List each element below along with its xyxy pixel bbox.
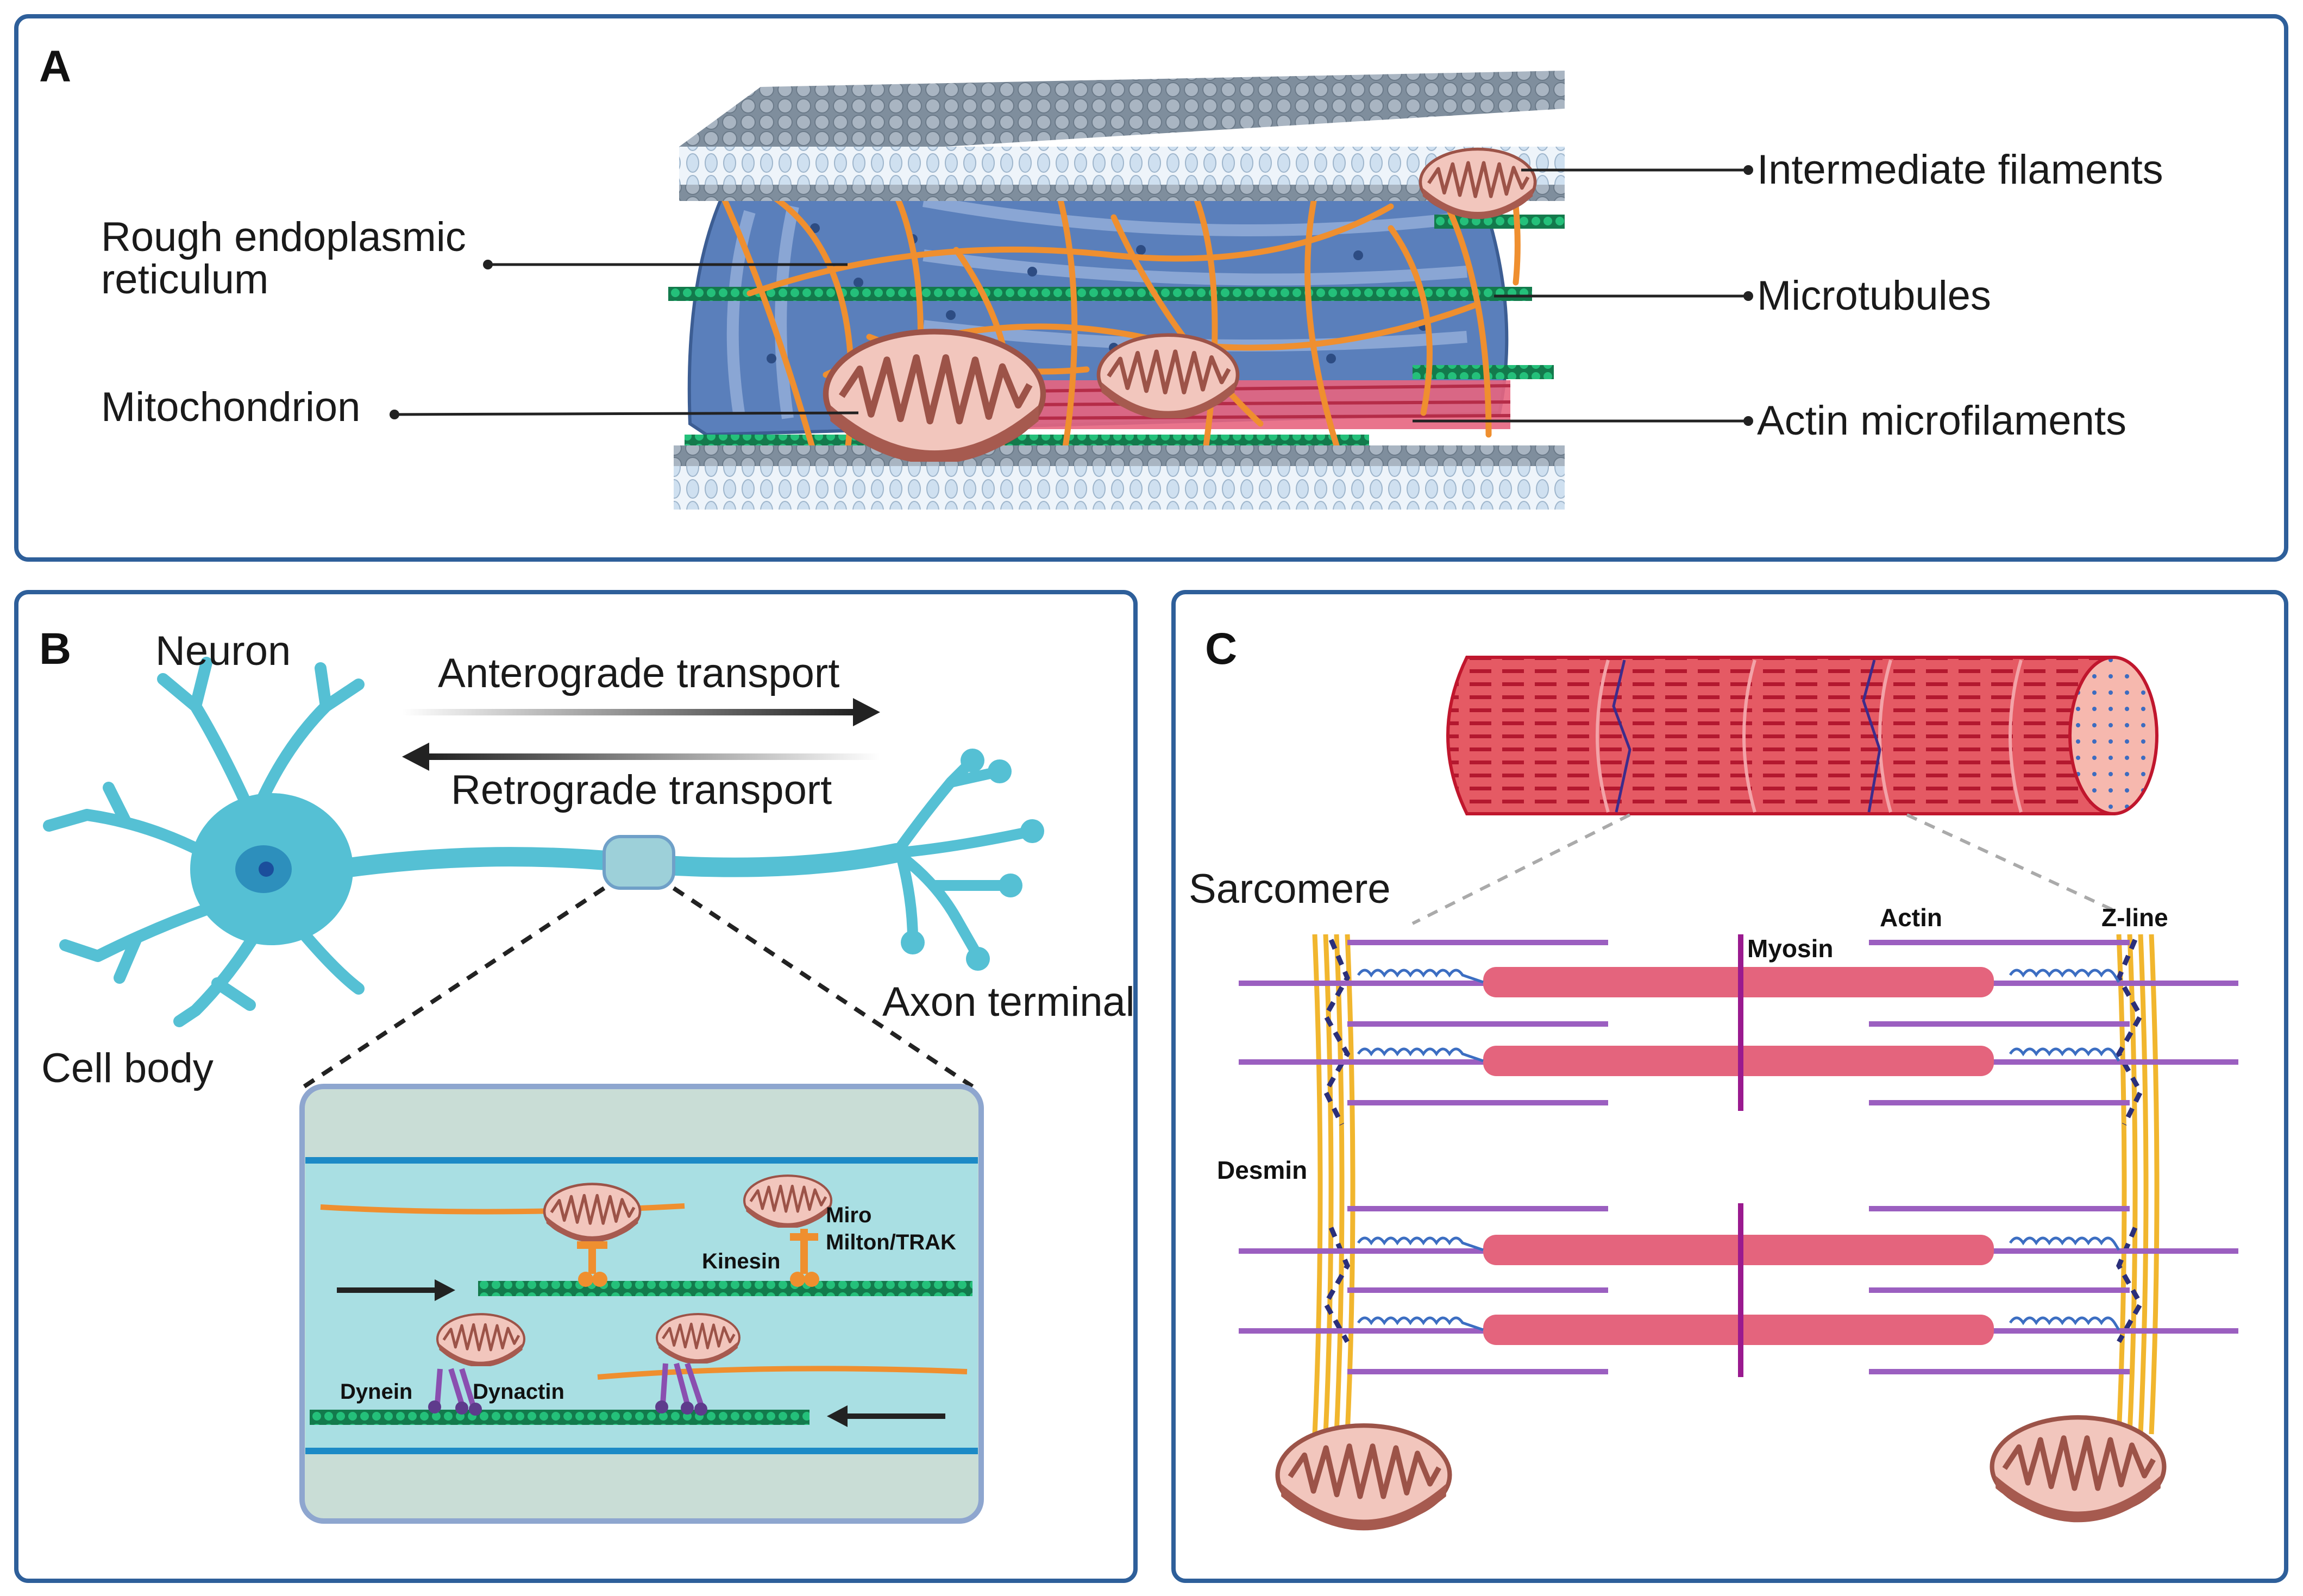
inset-microtubule-bottom — [310, 1410, 809, 1425]
label-mitochondrion: Mitochondrion — [101, 384, 360, 430]
microtubule-1 — [668, 287, 1532, 301]
label-kinesin: Kinesin — [702, 1249, 780, 1273]
label-microtubules: Microtubules — [1757, 273, 1991, 319]
retrograde-arrow — [429, 753, 880, 760]
sarcomere-rows — [1239, 934, 2238, 1377]
panel-a-letter: A — [39, 42, 71, 91]
anterograde-arrow — [402, 709, 853, 715]
label-milton: Milton/TRAK — [826, 1230, 956, 1254]
muscle-fiber — [1446, 656, 2158, 815]
inset-microtubule-top — [478, 1281, 972, 1296]
label-dynein: Dynein — [340, 1380, 412, 1404]
label-retrograde: Retrograde transport — [451, 767, 832, 813]
label-dynactin: Dynactin — [473, 1380, 564, 1404]
panel-b-letter: B — [39, 624, 71, 674]
label-rough-er-line1: Rough endoplasmic — [101, 214, 466, 260]
label-sarcomere: Sarcomere — [1189, 866, 1391, 912]
bottom-membrane — [674, 445, 1565, 467]
axon-inset — [299, 1084, 984, 1524]
label-cell-body: Cell body — [41, 1045, 214, 1091]
label-actin: Actin — [1880, 903, 1942, 932]
axon-zoom-region — [603, 835, 675, 890]
label-actin-microfilaments: Actin microfilaments — [1757, 398, 2126, 444]
cytoskeleton-block — [668, 71, 1565, 510]
panel-c-letter: C — [1205, 624, 1237, 674]
label-desmin: Desmin — [1217, 1156, 1307, 1184]
label-rough-er-line2: reticulum — [101, 256, 268, 303]
label-miro: Miro — [826, 1203, 871, 1227]
top-membrane — [679, 71, 1565, 163]
z-line-right — [2116, 934, 2160, 1435]
label-z-line: Z-line — [2101, 903, 2168, 932]
label-intermediate-filaments: Intermediate filaments — [1757, 147, 2163, 193]
label-neuron: Neuron — [155, 628, 291, 674]
label-anterograde: Anterograde transport — [438, 650, 839, 696]
label-myosin: Myosin — [1747, 934, 1833, 963]
label-axon-terminal: Axon terminal — [882, 979, 1135, 1025]
neuron-drawing — [43, 657, 1038, 1027]
